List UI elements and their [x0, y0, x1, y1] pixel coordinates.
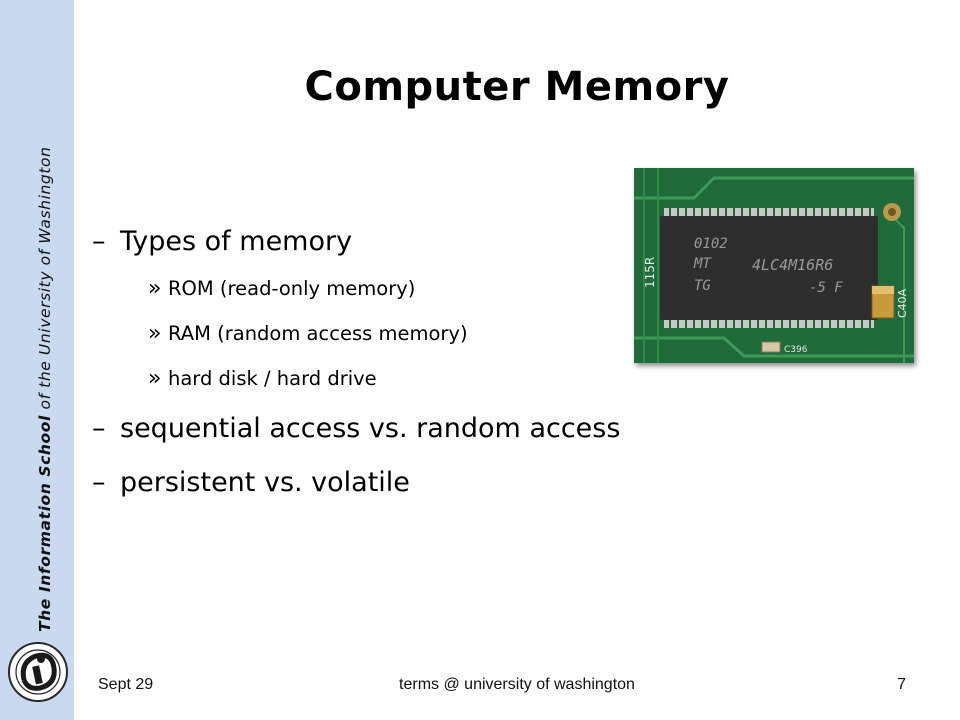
memory-chip-image: 0102 MT TG 4LC4M16R6 -5 F 115R C40A C396: [634, 168, 914, 363]
bullet-marker: –: [92, 467, 106, 498]
bullet-marker: –: [92, 226, 106, 257]
bullet-text: sequential access vs. random access: [120, 413, 621, 444]
footer-page-number: 7: [897, 676, 906, 693]
slide-title: Computer Memory: [304, 64, 730, 110]
bullet-list: –Types of memory »ROM (read-only memory)…: [92, 218, 672, 507]
svg-text:C40A: C40A: [896, 288, 909, 318]
sub-bullet-item: » hard disk / hard drive: [148, 356, 672, 401]
sub-bullet-text: ROM (read-only memory): [168, 277, 416, 300]
sub-bullet-marker: »: [148, 321, 162, 346]
bullet-text: persistent vs. volatile: [120, 467, 410, 498]
svg-text:115R: 115R: [643, 257, 657, 288]
bullet-text: Types of memory: [120, 226, 353, 257]
bullet-marker: –: [92, 413, 106, 444]
svg-text:MT: MT: [693, 256, 712, 272]
sub-bullet-text: RAM (random access memory): [168, 322, 468, 345]
sub-bullet-item: » RAM (random access memory): [148, 311, 672, 356]
memory-chip-photo: 0102 MT TG 4LC4M16R6 -5 F 115R C40A C396: [634, 168, 914, 363]
sub-bullet-text: hard disk / hard drive: [168, 367, 377, 390]
footer-date: Sept 29: [98, 676, 154, 693]
bullet-item: –Types of memory: [92, 218, 672, 266]
svg-text:C396: C396: [784, 345, 808, 355]
svg-text:TG: TG: [694, 278, 711, 294]
svg-text:4LC4M16R6: 4LC4M16R6: [752, 256, 833, 274]
sub-bullet-marker: »: [148, 276, 162, 301]
sidebar: The Information School of the University…: [0, 0, 74, 720]
sub-bullet-item: » ROM (read-only memory): [148, 266, 672, 311]
sub-bullet-marker: »: [148, 366, 162, 391]
svg-text:-5 F: -5 F: [809, 280, 843, 296]
footer-center-text: terms @ university of washington: [399, 676, 635, 693]
ischool-logo-icon: [8, 642, 68, 702]
bullet-item: –persistent vs. volatile: [92, 459, 672, 507]
sidebar-org-text: The Information School of the University…: [36, 146, 54, 632]
svg-text:0102: 0102: [694, 236, 728, 252]
bullet-item: –sequential access vs. random access: [92, 405, 672, 453]
sub-bullet-list: » ROM (read-only memory) » RAM (random acc…: [148, 266, 672, 401]
